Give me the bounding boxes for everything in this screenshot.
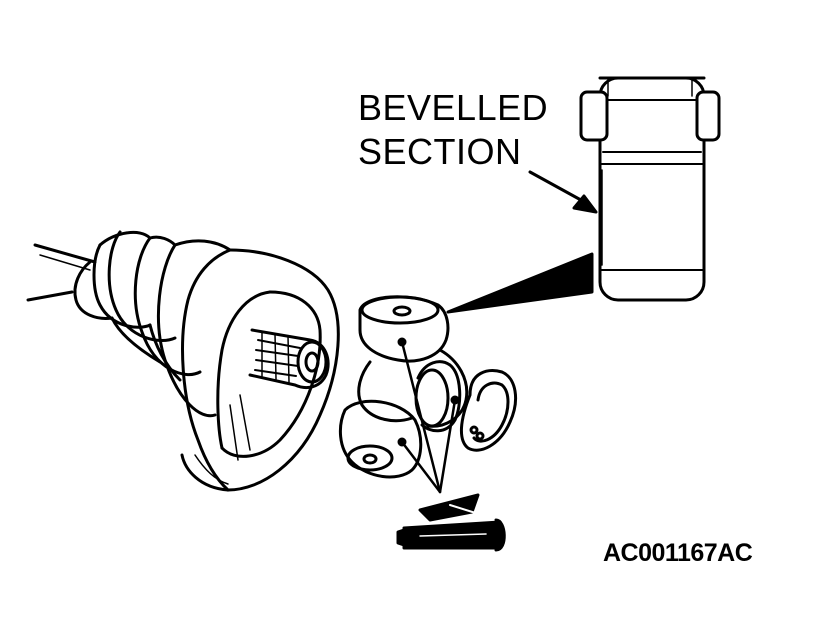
tripod-roller-right — [416, 360, 462, 433]
callout-arrow — [528, 170, 598, 214]
grease-leader-lines — [400, 340, 457, 494]
snap-ring — [460, 369, 518, 452]
cv-boot — [73, 230, 232, 418]
tripod-joint — [338, 295, 469, 479]
bevelled-section-label-line2: SECTION — [358, 131, 522, 172]
magnification-wedge — [446, 252, 594, 314]
bevelled-section-label-line1: BEVELLED — [358, 87, 549, 128]
roller-detail-enlarged — [579, 76, 721, 302]
tripod-roller-bottom — [338, 399, 423, 479]
splined-stub — [248, 328, 330, 389]
grease-gun-icon — [396, 493, 506, 552]
drive-shaft — [26, 243, 97, 302]
figure-code-label: AC001167AC — [603, 539, 753, 567]
